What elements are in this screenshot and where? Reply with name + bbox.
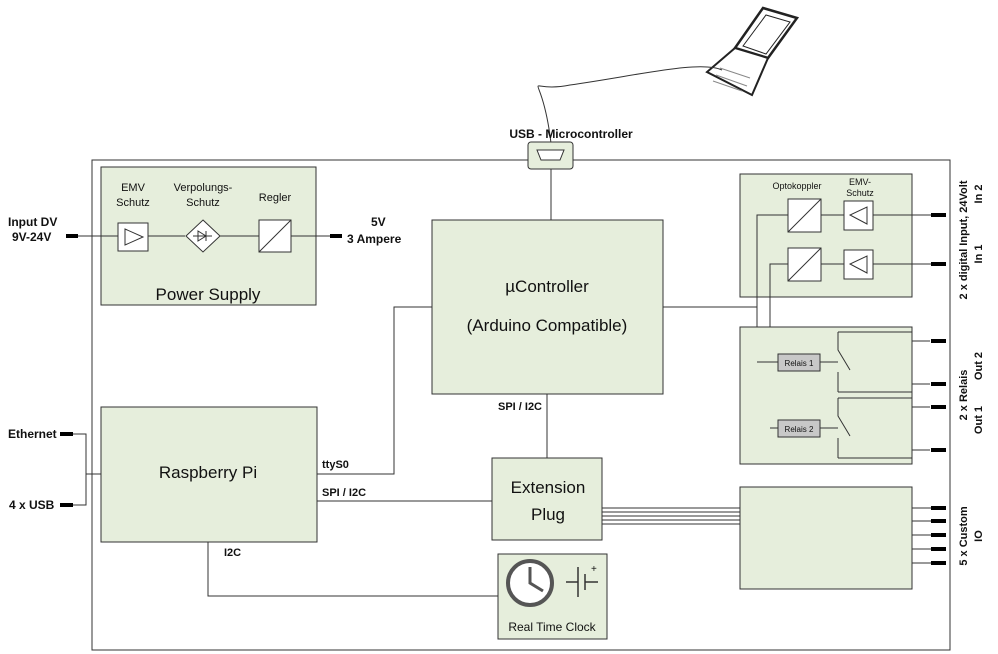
relais-2-switch	[820, 397, 930, 459]
ttys0-link	[317, 306, 432, 475]
emv-input-label-2: Schutz	[846, 188, 874, 198]
rpi-spi-i2c-label: SPI / I2C	[322, 487, 366, 499]
emv-input-2-icon	[843, 249, 874, 280]
power-supply-title: Power Supply	[156, 285, 261, 304]
usb4-label: 4 x USB	[9, 498, 55, 512]
rtc-label: Real Time Clock	[508, 620, 596, 634]
battery-icon: +	[566, 564, 598, 597]
verpolung-label-1: Verpolungs-	[174, 182, 233, 194]
verpolung-label-2: Schutz	[186, 197, 220, 209]
laptop-icon	[705, 6, 800, 97]
in1-label: In 1	[973, 245, 985, 264]
svg-text:+: +	[591, 564, 597, 575]
output-5v-label: 5V	[371, 215, 386, 229]
extension-label-1: Extension	[511, 478, 586, 497]
ucontroller-subtitle: (Arduino Compatible)	[467, 316, 628, 335]
in2-label: In 2	[973, 185, 985, 204]
regulator-icon	[258, 219, 292, 253]
optokoppler-label: Optokoppler	[772, 181, 821, 191]
ucontroller-title: µController	[505, 277, 589, 296]
input-dv-label: Input DV	[8, 215, 57, 229]
ttys0-label: ttyS0	[322, 459, 349, 471]
relais-block	[739, 326, 913, 465]
ethernet-link	[73, 433, 101, 475]
i2c-rtc-link	[207, 542, 498, 597]
emv-label-1: EMV	[121, 182, 146, 194]
raspberry-pi-title: Raspberry Pi	[159, 463, 257, 482]
extension-plug-block	[491, 457, 603, 541]
optocoupler-2-icon	[787, 247, 822, 282]
custom-io-wiring	[912, 507, 931, 564]
diode-icon	[185, 219, 221, 253]
relais-1-switch	[820, 331, 930, 393]
rpi-i2c-label: I2C	[224, 547, 241, 559]
digital-input-block	[739, 173, 913, 298]
usb-connector[interactable]	[527, 141, 574, 170]
emv-label-2: Schutz	[116, 197, 150, 209]
input-voltage-label: 9V-24V	[12, 230, 51, 244]
relais-coil-links	[757, 361, 778, 429]
out2-label: Out 2	[973, 352, 985, 380]
custom-io-block	[739, 486, 913, 590]
output-ampere-label: 3 Ampere	[347, 232, 402, 246]
ucontroller-block	[431, 219, 664, 395]
custom-io-side-label: 5 x Custom	[958, 506, 970, 566]
relais-1-label: Relais 1	[785, 359, 814, 368]
emv-filter-icon	[117, 222, 149, 252]
clock-icon	[506, 559, 554, 607]
regler-label: Regler	[259, 192, 292, 204]
io-label: IO	[973, 530, 985, 542]
extension-label-2: Plug	[531, 505, 565, 524]
raspberry-pi-block	[100, 406, 318, 543]
relais-2-label: Relais 2	[785, 425, 814, 434]
emv-input-1-icon	[843, 200, 874, 231]
optocoupler-1-icon	[787, 198, 822, 233]
relais-side-label: 2 x Relais	[958, 370, 970, 421]
extension-bus-lines	[602, 507, 740, 525]
usb-cable	[537, 66, 723, 144]
emv-input-label-1: EMV-	[849, 177, 871, 187]
usb-microcontroller-label: USB - Microcontroller	[509, 127, 633, 141]
out1-label: Out 1	[973, 406, 985, 434]
ethernet-label: Ethernet	[8, 427, 57, 441]
digital-input-side-label: 2 x digital Input, 24Volt	[958, 180, 970, 299]
usb4-link	[73, 474, 87, 506]
uc-spi-i2c-label: SPI / I2C	[498, 401, 542, 413]
